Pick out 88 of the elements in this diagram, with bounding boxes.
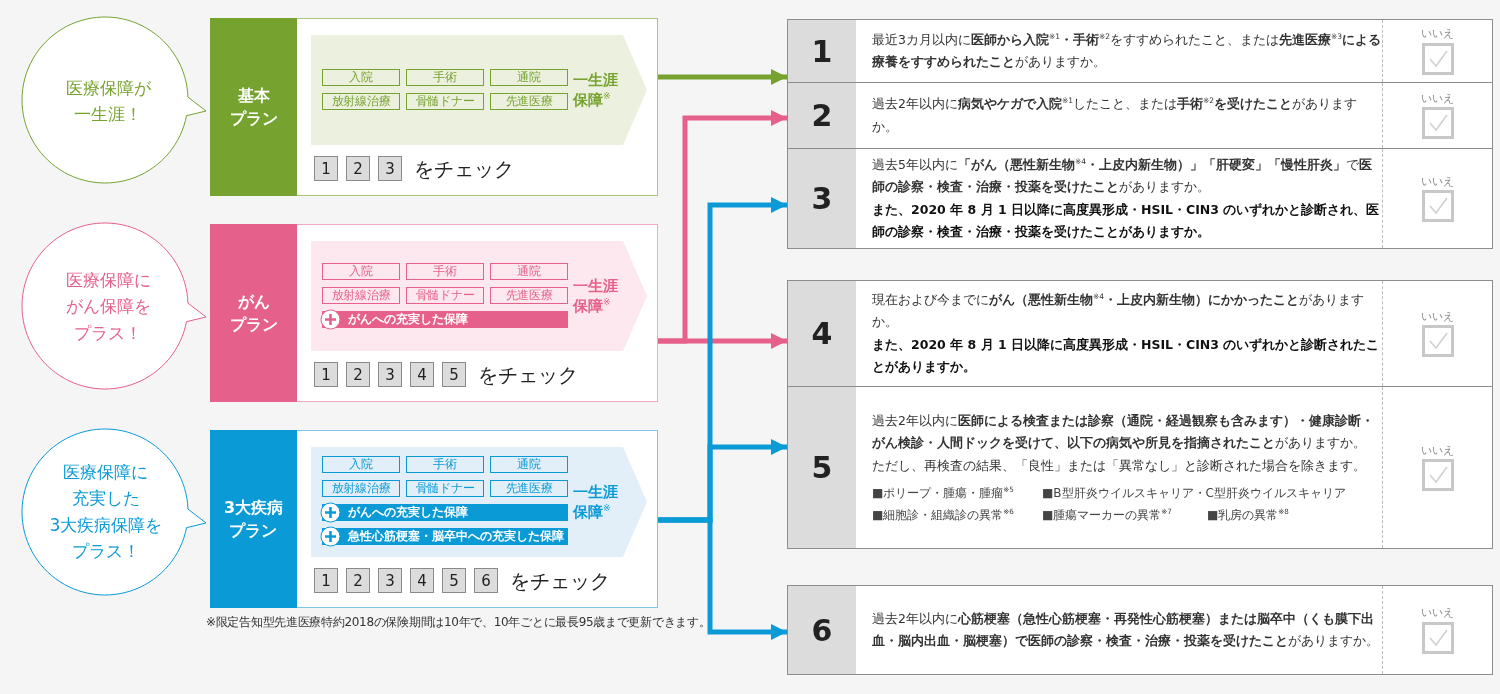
answer-label: いいえ (1421, 606, 1454, 620)
check-instruction: をチェック (510, 568, 610, 595)
question-text: 最近3カ月以内に医師から入院$^{※1}$・手術$^{※2}$をすすめられたこと、または先進医療$^{※3}$による療養をすすめられたことがありますか。 (872, 30, 1382, 71)
question-number-box: 3 (378, 156, 402, 181)
coverage-item: 先進医療 (490, 93, 568, 110)
plan-card (210, 18, 658, 196)
plan-title: 3大疾病プラン (210, 430, 297, 608)
coverage-item: 通院 (490, 263, 568, 280)
coverage-item: 骨髄ドナー (406, 93, 484, 110)
question-number-box: 4 (410, 362, 434, 387)
answer-label: いいえ (1421, 91, 1454, 106)
coverage-item: 入院 (322, 263, 400, 280)
question-number-box: 1 (314, 156, 338, 181)
question-row (787, 82, 1493, 149)
question-number-box: 5 (442, 362, 466, 387)
coverage-item: 放射線治療 (322, 287, 400, 304)
coverage-item: 先進医療 (490, 287, 568, 304)
coverage-item: 骨髄ドナー (406, 287, 484, 304)
question-row (787, 280, 1493, 387)
list-item: ■腫瘍マーカーの異常$^{※7}$ (1042, 505, 1173, 524)
bar-label: がんへの充実した保障 (348, 311, 468, 328)
answer-label: いいえ (1421, 443, 1454, 458)
question-number: 1 (788, 20, 856, 82)
coverage-item: 骨髄ドナー (406, 480, 484, 497)
plan-title: がんプラン (210, 224, 297, 402)
question-row (787, 585, 1493, 675)
coverage-item: 通院 (490, 456, 568, 473)
coverage-term: 一生涯保障$^{※}$ (573, 481, 618, 523)
check-instruction: をチェック (478, 362, 578, 389)
question-number-box: 3 (378, 568, 402, 593)
coverage-bar (322, 504, 568, 521)
question-row (787, 386, 1493, 549)
question-number-box: 6 (474, 568, 498, 593)
answer-label: いいえ (1421, 309, 1454, 324)
coverage-item: 放射線治療 (322, 93, 400, 110)
question-number: 5 (788, 387, 856, 548)
coverage-bar (322, 311, 568, 328)
question-number: 6 (788, 586, 856, 674)
connector-arrow (658, 69, 787, 85)
coverage-arrow-band (311, 35, 647, 145)
coverage-item: 手術 (406, 69, 484, 86)
question-row (787, 19, 1493, 83)
coverage-arrow-band (311, 447, 647, 557)
list-item: ■B型肝炎ウイルスキャリア・C型肝炎ウイルスキャリア (1042, 485, 1347, 503)
coverage-item: 手術 (406, 456, 484, 473)
question-number: 4 (788, 281, 856, 386)
note-text: また、2020 年 8 月 1 日以降に高度異形成・HSIL・CIN3 のいずれかと診断されたことがありますか。 (872, 335, 1381, 376)
question-row (787, 148, 1493, 249)
bar-label: がんへの充実した保障 (348, 504, 468, 521)
question-text: ただし、再検査の結果、「良性」または「異常なし」と診断された場合を除きます。 (872, 456, 1367, 475)
question-number: 3 (788, 149, 856, 248)
question-text: 過去5年以内に「がん（悪性新生物$^{※4}$・上皮内新生物）」「肝硬変」「慢性肝炎」で医師の診察・検査・治療・投薬を受けたことがありますか。 (872, 155, 1373, 196)
connector-arrow (658, 333, 787, 349)
list-item: ■乳房の異常$^{※8}$ (1207, 505, 1290, 524)
question-text: 過去2年以内に病気やケガで入院$^{※1}$したこと、または手術$^{※2}$を受けたことがありますか。 (872, 94, 1359, 136)
plan-title: 基本プラン (210, 18, 297, 196)
question-text: 過去2年以内に医師による検査または診察（通院・経過観察も含みます）・健康診断・がん検診・人間ドックを受けて、以下の病気や所見を指摘されたことがありますか。 (872, 411, 1375, 453)
coverage-item: 入院 (322, 69, 400, 86)
coverage-item: 先進医療 (490, 480, 568, 497)
plan-card (210, 430, 658, 608)
coverage-item: 入院 (322, 456, 400, 473)
list-item: ■細胞診・組織診の異常$^{※6}$ (872, 505, 1015, 524)
coverage-term: 一生涯保障$^{※}$ (573, 275, 618, 317)
list-item: ■ポリープ・腫瘍・腫瘤$^{※5}$ (872, 484, 1015, 503)
question-number: 2 (788, 83, 856, 148)
question-number-box: 4 (410, 568, 434, 593)
question-number-box: 2 (346, 156, 370, 181)
coverage-item: 通院 (490, 69, 568, 86)
bar-label: 急性心筋梗塞・脳卒中への充実した保障 (348, 528, 564, 545)
check-instruction: をチェック (414, 156, 514, 183)
answer-label: いいえ (1421, 27, 1454, 41)
coverage-item: 手術 (406, 263, 484, 280)
question-text: 過去2年以内に心筋梗塞（急性心筋梗塞・再発性心筋梗塞）または脳卒中（くも膜下出血・脳内出血・脳梗塞）で医師の診察・検査・治療・投薬を受けたことがありますか。 (872, 609, 1380, 650)
coverage-arrow-band (311, 241, 647, 351)
note-text: また、2020 年 8 月 1 日以降に高度異形成・HSIL・CIN3 のいずれかと診断され、医師の診察・検査・治療・投薬を受けたことがありますか。 (872, 200, 1381, 241)
question-text: 現在および今までにがん（悪性新生物$^{※4}$・上皮内新生物）にかかったことがありますか。 (872, 290, 1366, 331)
question-number-box: 2 (346, 362, 370, 387)
coverage-term: 一生涯保障$^{※}$ (573, 69, 618, 111)
question-number-box: 2 (346, 568, 370, 593)
footnote: ※限定告知型先進医療特約2018の保険期間は10年で、10年ごとに最長95歳まで更新できます。 (206, 614, 711, 631)
question-number-box: 3 (378, 362, 402, 387)
question-number-box: 1 (314, 362, 338, 387)
plan-card (210, 224, 658, 402)
question-number-box: 5 (442, 568, 466, 593)
answer-label: いいえ (1421, 174, 1454, 189)
question-number-box: 1 (314, 568, 338, 593)
connector-arrow (658, 517, 787, 640)
coverage-item: 放射線治療 (322, 480, 400, 497)
